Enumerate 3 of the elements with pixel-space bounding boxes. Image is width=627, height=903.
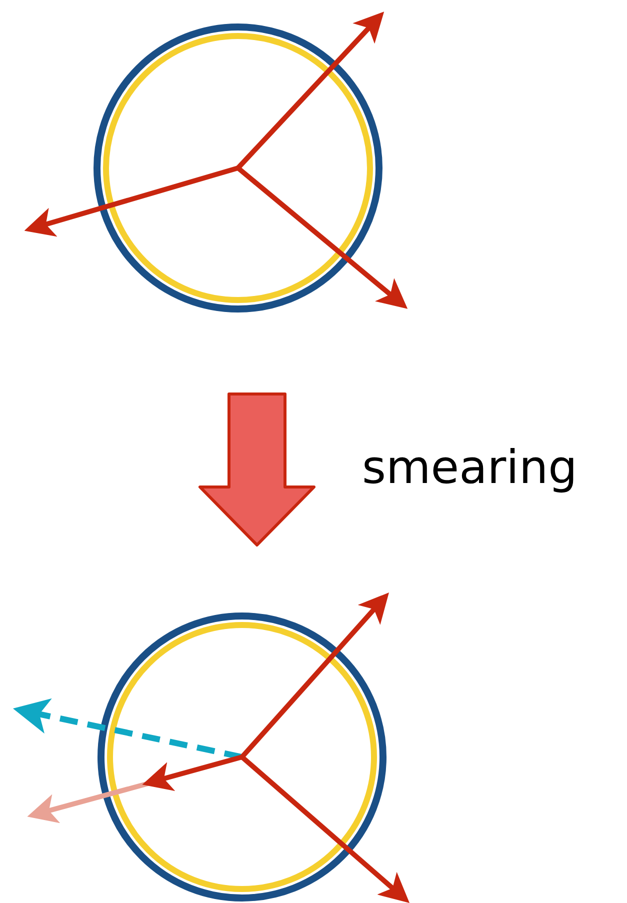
block-arrow xyxy=(198,392,316,546)
edge-label: smearing xyxy=(362,440,578,494)
detector-drawing xyxy=(12,590,412,900)
